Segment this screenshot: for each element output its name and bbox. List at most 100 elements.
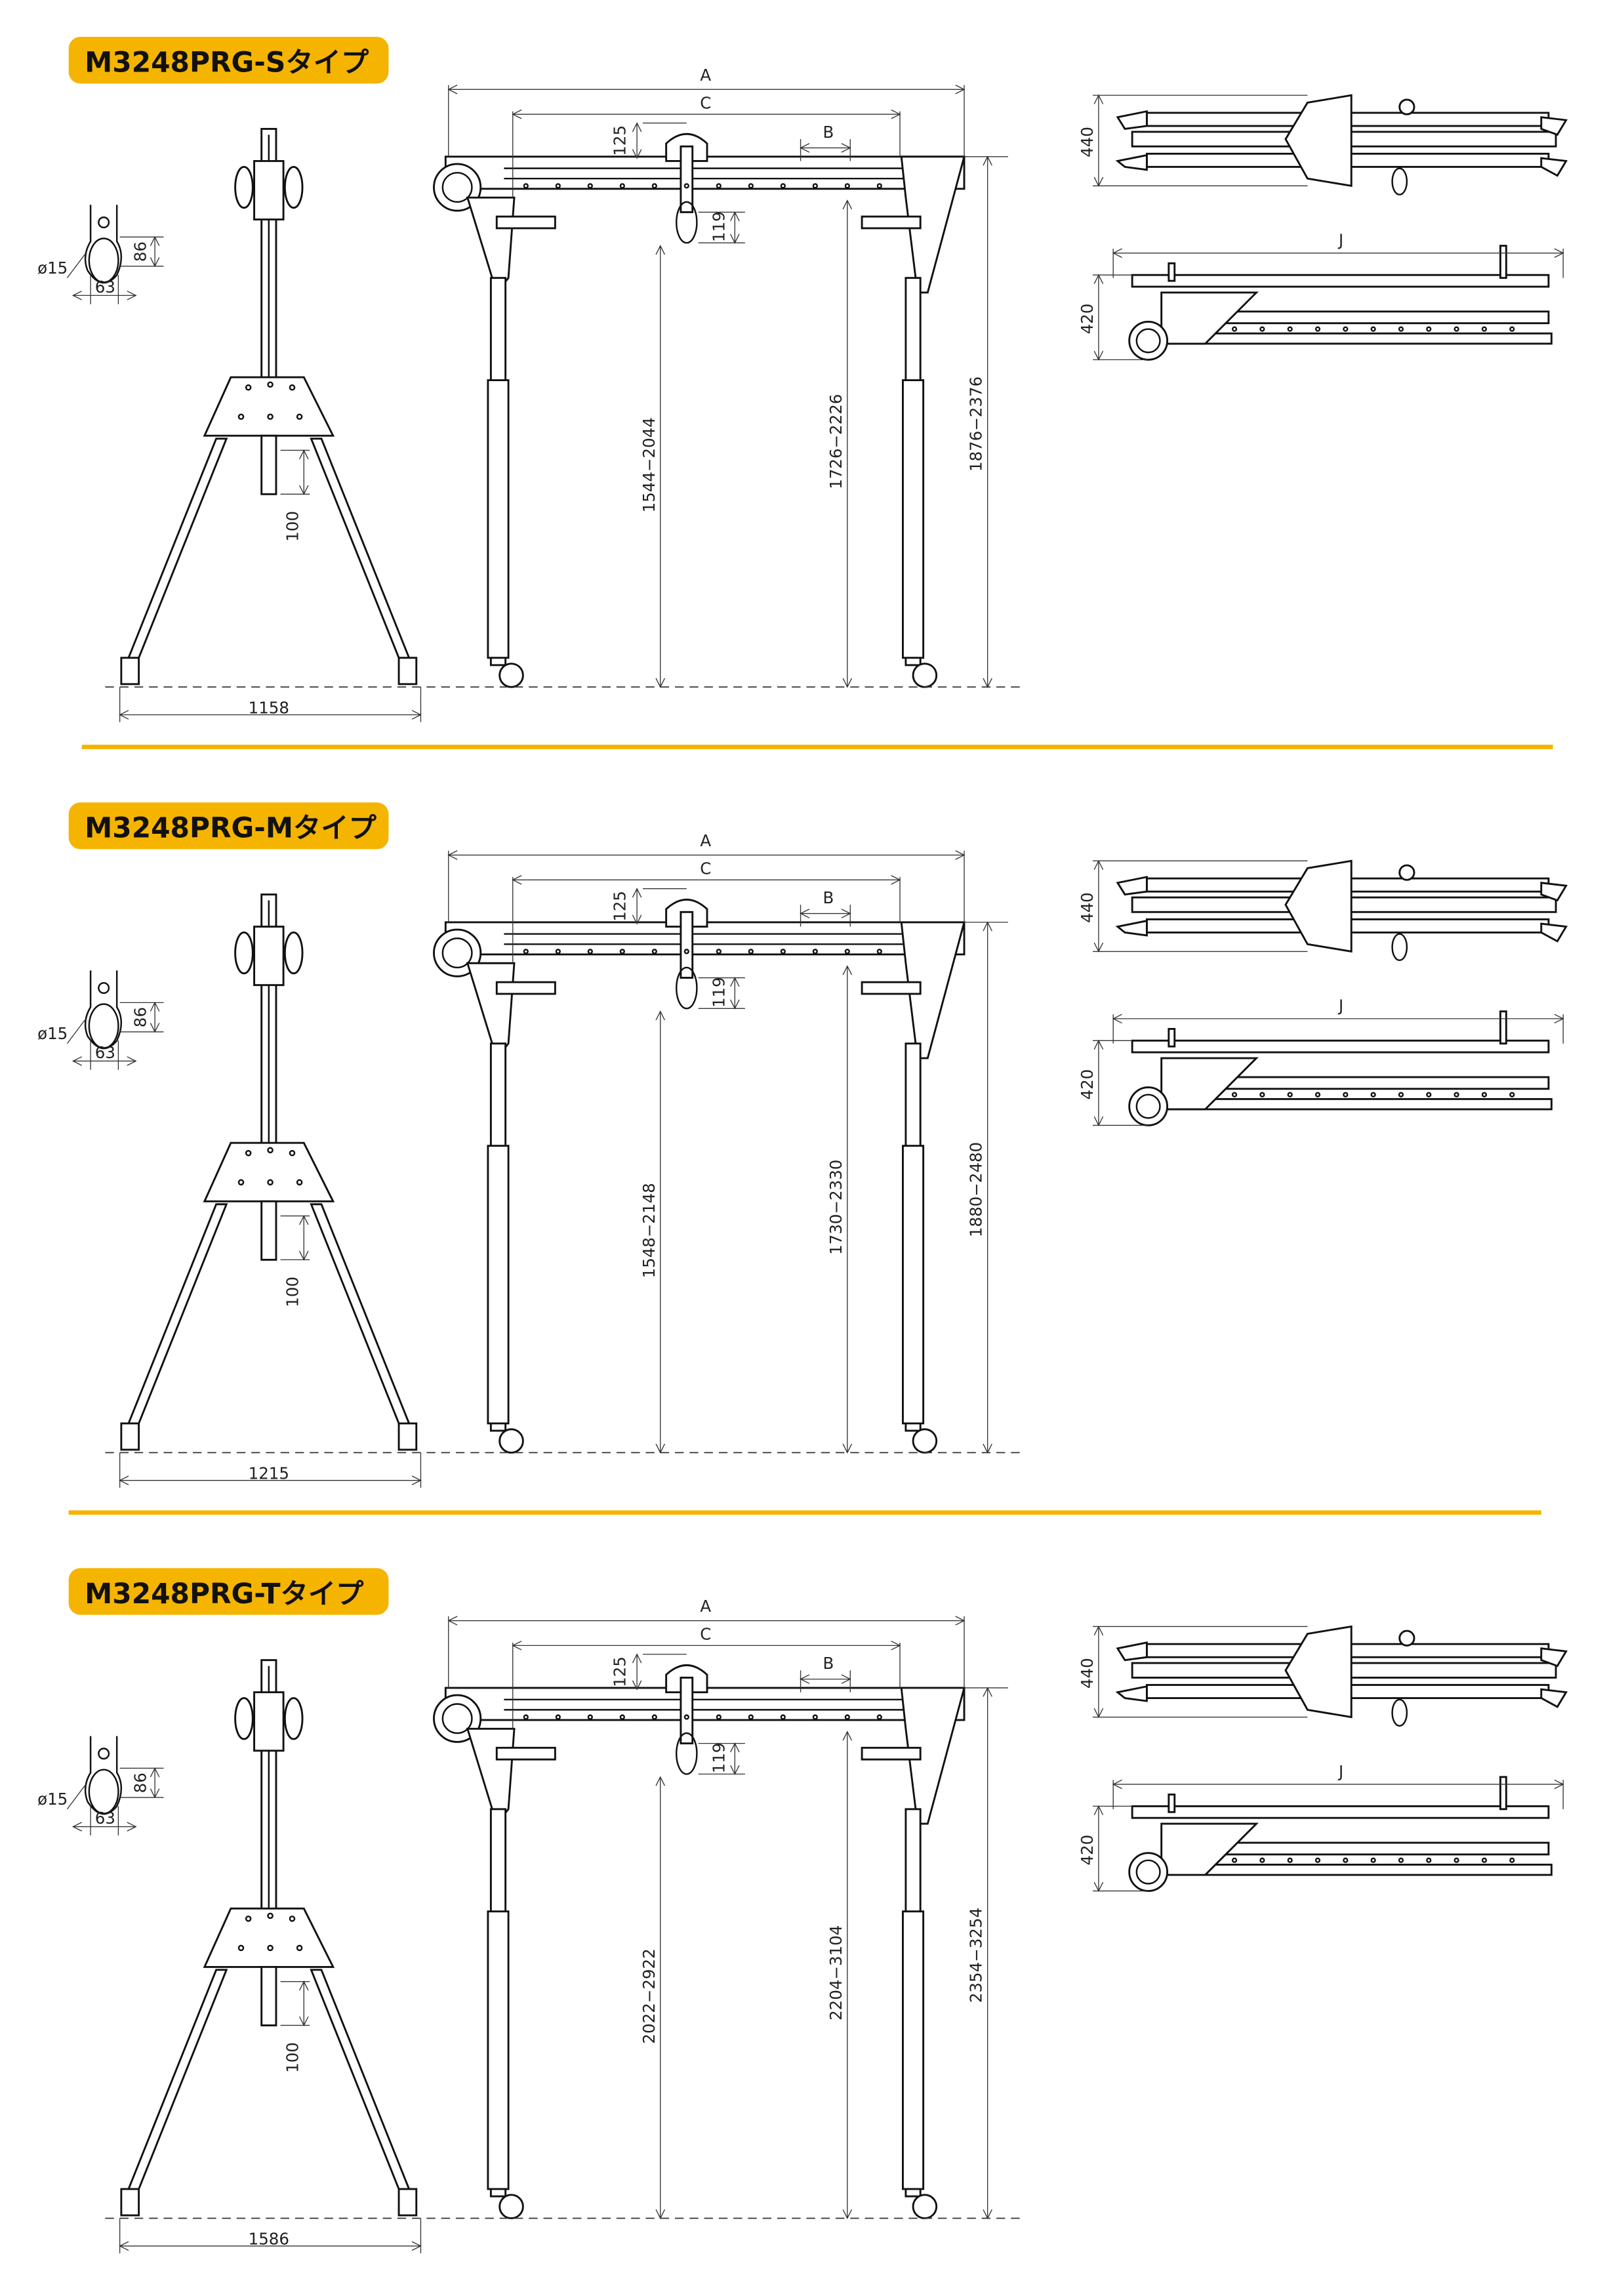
folded-depth-top-label: 440: [1078, 892, 1097, 923]
bolt: [780, 1714, 786, 1720]
arrowhead: [730, 1742, 740, 1775]
hook: [1391, 933, 1408, 962]
trolley-wheel: [283, 932, 304, 975]
hook-pin: [98, 982, 110, 994]
hook-height-label: 86: [131, 1007, 150, 1027]
bolt: [1259, 1857, 1265, 1863]
bolt: [683, 183, 689, 189]
right-bracket: [900, 155, 966, 294]
end-wheel-hub: [441, 1703, 473, 1734]
dimension-c-label: C: [700, 1624, 711, 1643]
bolt: [619, 183, 625, 189]
mast-extension: [260, 1965, 277, 2026]
folded-length-label: J: [1337, 1762, 1343, 1781]
hook-height-label: 1548−2148: [640, 1183, 659, 1278]
hook-eye: [88, 1769, 119, 1814]
arrowhead: [1093, 1805, 1104, 1893]
caster: [1540, 882, 1568, 902]
rail: [1168, 332, 1553, 345]
mast-extension: [260, 434, 277, 495]
bolt: [716, 1714, 722, 1720]
hook-pin: [98, 1748, 110, 1760]
arrowhead: [842, 1731, 853, 2219]
folded-top-view: 440: [1078, 94, 1568, 195]
left-arm: [495, 981, 556, 995]
caster: [1116, 876, 1148, 896]
hook-eye: [88, 1003, 119, 1049]
bolt: [812, 1714, 818, 1720]
bolt: [1231, 1092, 1238, 1097]
caster: [1540, 116, 1568, 136]
arrowhead: [71, 1056, 137, 1066]
caster-wheel: [912, 2194, 938, 2219]
trolley: [1398, 1630, 1415, 1647]
base-plate: [203, 376, 335, 437]
arrowhead: [512, 1641, 901, 1650]
hook-height-label: 1544−2044: [640, 417, 659, 512]
end-wheel-hub: [1135, 1094, 1161, 1119]
folded-depth-side-label: 420: [1078, 1069, 1097, 1100]
bolt: [1481, 1857, 1488, 1863]
hook-height-label: 86: [131, 1773, 150, 1793]
bolt: [267, 413, 274, 420]
bolt: [1509, 326, 1515, 332]
folded-depth-side-label: 420: [1078, 1835, 1097, 1866]
arm: [1168, 262, 1176, 282]
dimension-c-label: C: [700, 859, 711, 878]
right-leg-sleeve: [902, 379, 925, 659]
top-offset-label: 125: [610, 125, 629, 156]
beam: [444, 921, 966, 956]
left-leg-sleeve: [487, 1145, 510, 1425]
title-badge: M3248PRG-Tタイプ: [68, 1568, 389, 1615]
arrowhead: [1112, 248, 1564, 258]
caster: [1540, 157, 1568, 177]
trolley-wheel: [234, 932, 254, 975]
arrowhead: [150, 236, 160, 268]
arm: [1499, 1010, 1507, 1045]
hoist-link: [680, 1676, 694, 1745]
leader-line: [66, 1019, 85, 1044]
bolt: [1426, 1092, 1432, 1097]
base-plate: [203, 1907, 335, 1968]
right-leg: [310, 438, 414, 666]
section-s: M3248PRG-Sタイプ6386ø151001158ACB1251191544…: [37, 37, 1568, 722]
bolt: [587, 1714, 593, 1720]
section-title: M3248PRG-Sタイプ: [85, 47, 369, 79]
arrowhead: [150, 1001, 160, 1033]
arm: [1168, 1028, 1176, 1048]
bolt: [844, 183, 850, 189]
arrowhead: [150, 1767, 160, 1799]
end-wheel: [1128, 321, 1169, 361]
bolt: [1231, 326, 1238, 332]
caster: [120, 1422, 140, 1451]
folded-side-view: J 420: [1078, 1762, 1564, 1893]
arrowhead: [842, 965, 853, 1454]
hook-width-label: 63: [95, 1043, 115, 1062]
bolt: [289, 384, 296, 391]
leader-line: [66, 254, 85, 279]
rail: [1131, 274, 1550, 288]
bolt: [1481, 1092, 1488, 1097]
beam-height-label: 1726−2226: [826, 394, 845, 489]
hook: [1391, 167, 1408, 195]
hook: [676, 966, 698, 1010]
bolt: [523, 949, 529, 954]
hook: [1391, 1698, 1408, 1727]
overall-height-label: 1876−2376: [967, 377, 986, 472]
base-width-label: 1215: [249, 1464, 289, 1483]
hoist-link: [680, 145, 694, 213]
arrowhead: [800, 1674, 851, 1684]
dimension-a-label: A: [700, 66, 711, 85]
right-leg: [310, 1203, 414, 1432]
end-wheel-hub: [441, 937, 473, 969]
bolt: [651, 183, 657, 189]
caster: [1115, 1685, 1148, 1702]
left-leg-sleeve: [487, 379, 510, 659]
bolt: [1343, 326, 1349, 332]
trolley-block: [253, 160, 285, 221]
end-wheel: [1128, 1086, 1169, 1126]
bolt: [1370, 1092, 1376, 1097]
